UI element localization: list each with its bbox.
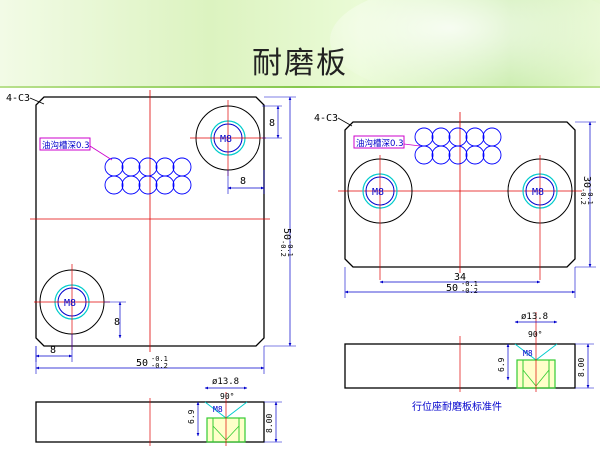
left-plate-side-view: ø13.8 90° M8 6.9 8.00 — [35, 377, 282, 446]
right-grease-groove — [414, 127, 502, 165]
right-thread-left-label: M8 — [372, 187, 384, 198]
right-side-height: 8.00 — [577, 358, 586, 377]
left-dim-left-8: 8 — [50, 345, 56, 356]
right-caption: 行位座耐磨板标准件 — [412, 400, 502, 413]
right-counterbore-right — [507, 155, 573, 280]
left-side-dia: ø13.8 — [212, 377, 239, 387]
right-chamfer-note: 4-C3 — [314, 113, 338, 124]
left-dim-bottom-8: 8 — [114, 317, 120, 328]
left-dim-height-50: 50 — [281, 228, 292, 240]
right-thread-right-label: M8 — [532, 187, 544, 198]
right-dim-width-tol-low: -0.2 — [461, 287, 478, 295]
left-dim-width-tol-up: -0.1 — [151, 355, 168, 363]
right-plate-top-view: M8 M8 4-C3 油沟槽深0.3 — [314, 112, 596, 298]
left-dim-top-8: 8 — [240, 176, 246, 187]
right-side-thread: M8 — [523, 349, 533, 358]
left-dim-height-tol-low: -0.2 — [279, 240, 287, 257]
left-grease-groove — [104, 157, 192, 195]
right-counterbore-left — [347, 155, 413, 280]
header-divider — [0, 86, 600, 88]
left-side-height: 8.00 — [265, 414, 274, 433]
left-side-depth: 6.9 — [187, 409, 196, 424]
right-dim-height-tol-low: -0.2 — [579, 188, 587, 205]
right-dim-height-tol-up: -0.1 — [586, 188, 594, 205]
left-chamfer-note: 4-C3 — [6, 93, 30, 104]
left-side-angle: 90° — [220, 392, 234, 401]
engineering-drawing: M8 M8 4-C3 油沟槽深0.3 — [6, 90, 596, 446]
slide-title: 耐磨板 — [252, 46, 348, 81]
right-dim-spacing-34: 34 — [454, 272, 466, 283]
right-dim-width-50: 50 — [446, 283, 458, 294]
left-dim-height-tol-up: -0.1 — [286, 240, 294, 257]
left-dim-right-8: 8 — [269, 118, 275, 129]
right-grease-note: 油沟槽深0.3 — [356, 138, 404, 149]
right-plate-outline — [344, 121, 576, 268]
left-dim-width-tol-low: -0.2 — [151, 362, 168, 370]
left-thread-top-label: M8 — [220, 134, 232, 145]
left-side-thread: M8 — [213, 405, 223, 414]
left-dim-width-50: 50 — [136, 358, 148, 369]
right-dim-width-tol-up: -0.1 — [461, 280, 478, 288]
left-thread-bottom-label: M8 — [64, 298, 76, 309]
left-plate-outline — [35, 96, 265, 347]
left-plate-top-view: M8 M8 4-C3 油沟槽深0.3 — [6, 90, 296, 374]
left-grease-note: 油沟槽深0.3 — [42, 140, 90, 151]
right-side-depth: 6.9 — [497, 357, 506, 372]
right-side-angle: 90° — [528, 330, 542, 339]
left-counterbore-top-right — [190, 100, 266, 176]
left-grease-note-box — [39, 137, 91, 151]
right-plate-side-view: ø13.8 90° M8 6.9 8.00 行位座耐磨板标准件 — [344, 312, 594, 413]
right-dim-height-30: 30 — [581, 176, 592, 188]
right-grease-note-box — [353, 135, 405, 149]
right-side-dia: ø13.8 — [521, 312, 548, 322]
